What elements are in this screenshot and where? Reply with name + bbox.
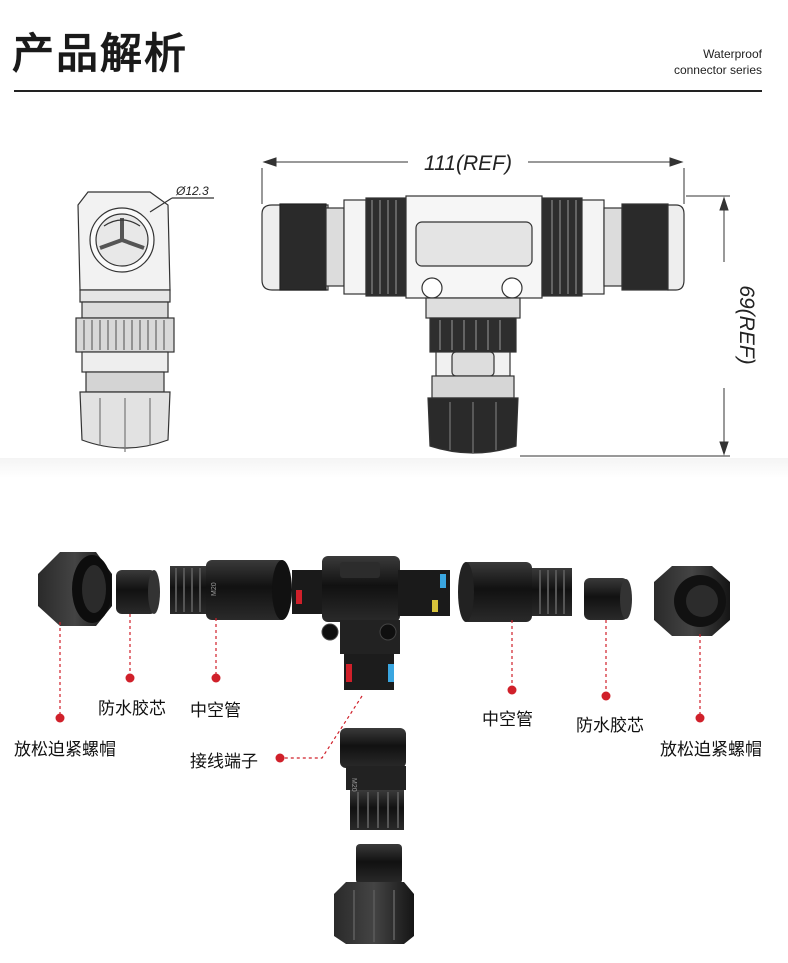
height-dimension: 69(REF) [735,285,758,364]
header-divider [14,90,762,92]
left-rubber-core [116,570,160,614]
right-hollow-tube [458,562,572,622]
right-rubber-core [584,578,632,620]
callout-left-locking-nut: 放松迫紧螺帽 [14,740,116,760]
series-line-2: connector series [673,63,762,77]
callout-left-hollow-tube: 中空管 [190,701,241,721]
width-dimension: 111(REF) [424,152,512,175]
t-connector-body [292,556,450,690]
right-locking-nut [654,566,730,636]
callout-right-rubber-core: 防水胶芯 [576,716,644,736]
m20-mark-left: M20 [211,582,218,596]
side-view-drawing [75,191,175,452]
series-line-1: Waterproof [703,47,762,61]
callout-terminal-block: 接线端子 [190,752,258,772]
left-hollow-tube: M20 [170,560,292,620]
front-view-drawing [261,195,685,454]
page-title: 产品解析 [12,29,189,78]
left-locking-nut [38,552,112,626]
callout-right-hollow-tube: 中空管 [482,710,533,730]
callout-left-rubber-core: 防水胶芯 [98,699,166,719]
m20-mark-bottom: M20 [350,778,357,792]
section-divider [0,458,788,478]
bottom-assembly: M20 [334,728,414,944]
callout-right-locking-nut: 放松迫紧螺帽 [660,740,762,760]
technical-drawing: Ø12.3 111(REF) 69(REF) [75,152,758,457]
diameter-label: Ø12.3 [175,184,209,198]
series-label: Waterproof connector series [674,46,762,78]
